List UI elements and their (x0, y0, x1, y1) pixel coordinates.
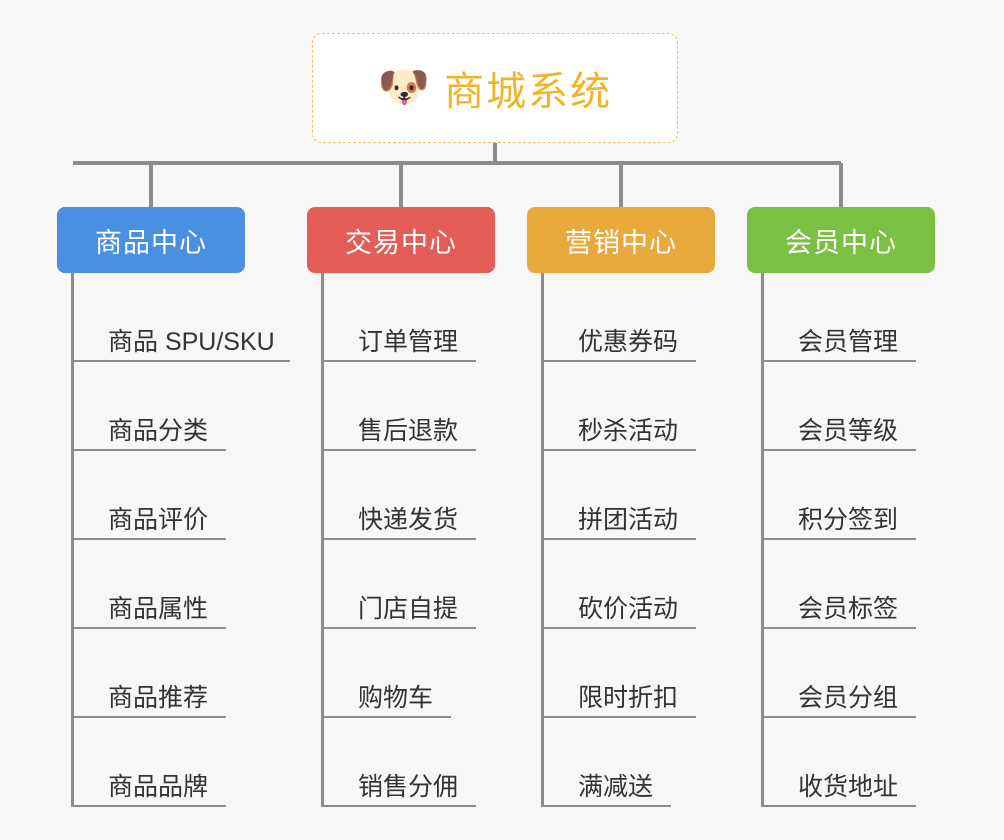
leaf-item[interactable]: 砍价活动 (544, 540, 757, 629)
leaf-item-underline (74, 538, 226, 540)
leaf-item-underline (74, 627, 226, 629)
leaf-item[interactable]: 快递发货 (324, 451, 537, 540)
leaf-item[interactable]: 会员管理 (764, 273, 977, 362)
leaf-item[interactable]: 销售分佣 (324, 718, 537, 807)
leaf-item-label: 会员标签 (798, 594, 899, 623)
leaf-item-label: 门店自提 (358, 594, 459, 623)
leaf-item-underline (324, 805, 476, 807)
leaf-item-label: 商品推荐 (108, 683, 209, 712)
leaf-item[interactable]: 满减送 (544, 718, 757, 807)
leaf-item[interactable]: 商品 SPU/SKU (74, 273, 317, 362)
leaf-item-underline (324, 627, 476, 629)
leaf-item-underline (74, 449, 226, 451)
leaf-item[interactable]: 积分签到 (764, 451, 977, 540)
leaf-item-underline (74, 360, 290, 362)
branch-header-product-center[interactable]: 商品中心 (57, 207, 245, 273)
leaf-item[interactable]: 商品评价 (74, 451, 317, 540)
leaf-item-underline (544, 360, 696, 362)
leaf-item[interactable]: 商品分类 (74, 362, 317, 451)
leaf-item-label: 会员管理 (798, 327, 899, 356)
leaf-item[interactable]: 商品推荐 (74, 629, 317, 718)
leaf-item-label: 限时折扣 (578, 683, 679, 712)
leaf-list-product-center: 商品 SPU/SKU 商品分类商品评价商品属性商品推荐商品品牌 (71, 273, 317, 807)
leaf-item-underline (324, 538, 476, 540)
leaf-item-label: 快递发货 (358, 505, 459, 534)
leaf-item-underline (544, 805, 671, 807)
leaf-item-underline (764, 360, 916, 362)
leaf-item-underline (764, 716, 916, 718)
leaf-item-underline (544, 449, 696, 451)
leaf-item-label: 售后退款 (358, 416, 459, 445)
leaf-item-underline (74, 805, 226, 807)
leaf-item[interactable]: 会员等级 (764, 362, 977, 451)
leaf-item-underline (544, 627, 696, 629)
branch-product-center: 商品中心商品 SPU/SKU 商品分类商品评价商品属性商品推荐商品品牌 (57, 207, 317, 807)
branch-marketing-center: 营销中心优惠券码秒杀活动拼团活动砍价活动限时折扣满减送 (527, 207, 757, 807)
root-title: 商城系统 (444, 70, 613, 114)
leaf-item-label: 订单管理 (358, 327, 459, 356)
leaf-item-label: 收货地址 (798, 772, 899, 801)
dog-face-icon: 🐶 (377, 63, 431, 110)
leaf-item-label: 购物车 (358, 683, 434, 712)
branch-trade-center: 交易中心订单管理售后退款快递发货门店自提购物车销售分佣 (307, 207, 537, 807)
leaf-item-label: 优惠券码 (578, 327, 679, 356)
leaf-item[interactable]: 优惠券码 (544, 273, 757, 362)
leaf-item-underline (324, 449, 476, 451)
leaf-item-underline (764, 538, 916, 540)
leaf-item[interactable]: 门店自提 (324, 540, 537, 629)
branch-header-trade-center[interactable]: 交易中心 (307, 207, 495, 273)
leaf-item-underline (74, 716, 226, 718)
leaf-item-label: 商品属性 (108, 594, 209, 623)
leaf-item-label: 销售分佣 (358, 772, 459, 801)
leaf-item[interactable]: 购物车 (324, 629, 537, 718)
leaf-item-label: 商品品牌 (108, 772, 209, 801)
leaf-item-underline (764, 805, 916, 807)
leaf-item[interactable]: 会员分组 (764, 629, 977, 718)
leaf-item[interactable]: 售后退款 (324, 362, 537, 451)
leaf-item[interactable]: 商品品牌 (74, 718, 317, 807)
leaf-item[interactable]: 秒杀活动 (544, 362, 757, 451)
leaf-item-underline (544, 538, 696, 540)
leaf-item-label: 商品分类 (108, 416, 209, 445)
leaf-item[interactable]: 限时折扣 (544, 629, 757, 718)
leaf-item-underline (764, 449, 916, 451)
leaf-item[interactable]: 订单管理 (324, 273, 537, 362)
branch-header-marketing-center[interactable]: 营销中心 (527, 207, 715, 273)
leaf-item-label: 会员等级 (798, 416, 899, 445)
root-node[interactable]: 🐶 商城系统 (312, 33, 678, 143)
leaf-item-label: 秒杀活动 (578, 416, 679, 445)
leaf-item[interactable]: 商品属性 (74, 540, 317, 629)
leaf-list-marketing-center: 优惠券码秒杀活动拼团活动砍价活动限时折扣满减送 (541, 273, 757, 807)
leaf-item[interactable]: 拼团活动 (544, 451, 757, 540)
leaf-item[interactable]: 会员标签 (764, 540, 977, 629)
leaf-item-underline (324, 716, 451, 718)
leaf-item-label: 满减送 (578, 772, 654, 801)
leaf-item-underline (764, 627, 916, 629)
leaf-item-underline (324, 360, 476, 362)
leaf-item-label: 商品 SPU/SKU (108, 327, 275, 356)
leaf-item-label: 拼团活动 (578, 505, 679, 534)
leaf-item-label: 积分签到 (798, 505, 899, 534)
leaf-list-member-center: 会员管理会员等级积分签到会员标签会员分组收货地址 (761, 273, 977, 807)
branch-header-member-center[interactable]: 会员中心 (747, 207, 935, 273)
leaf-list-trade-center: 订单管理售后退款快递发货门店自提购物车销售分佣 (321, 273, 537, 807)
leaf-item-label: 会员分组 (798, 683, 899, 712)
leaf-item-underline (544, 716, 696, 718)
leaf-item-label: 商品评价 (108, 505, 209, 534)
leaf-item-label: 砍价活动 (578, 594, 679, 623)
leaf-item[interactable]: 收货地址 (764, 718, 977, 807)
branch-member-center: 会员中心会员管理会员等级积分签到会员标签会员分组收货地址 (747, 207, 977, 807)
